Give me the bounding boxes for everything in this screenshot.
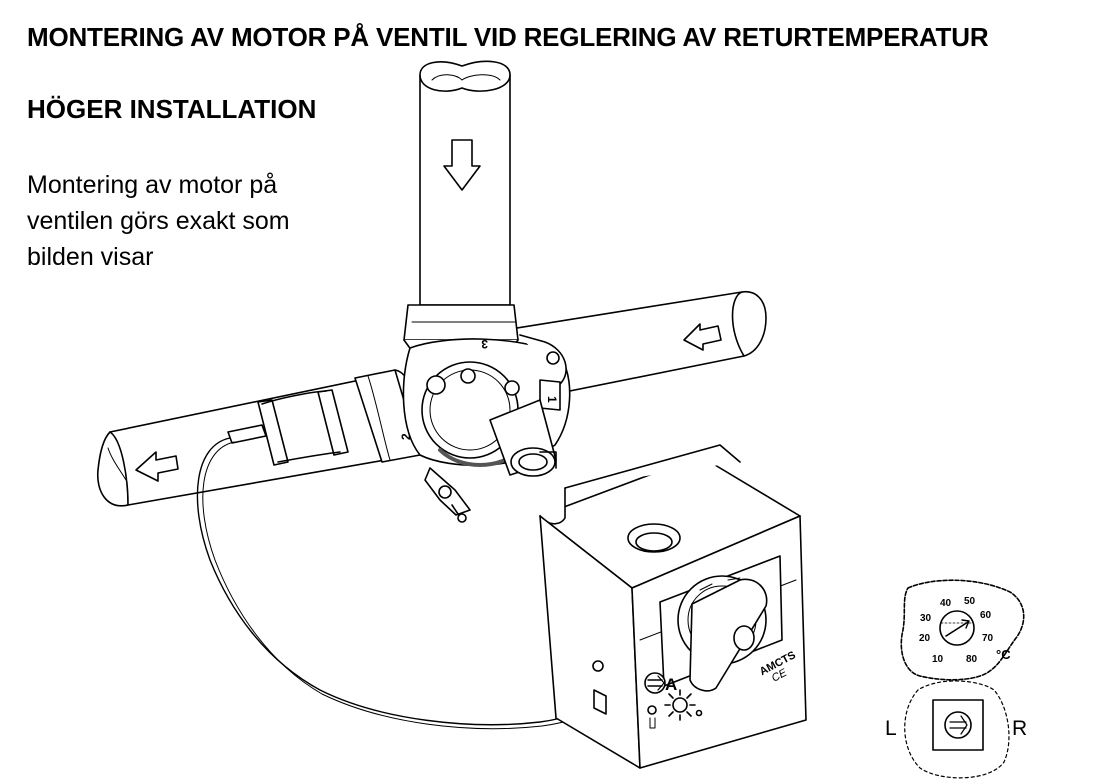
sensor-clamp xyxy=(227,389,349,466)
dial-scale-40: 40 xyxy=(940,598,952,609)
dial-scale-20: 20 xyxy=(919,633,931,644)
dial-scale-60: 60 xyxy=(980,610,992,621)
instruction-line-1: Montering av motor på xyxy=(27,171,278,199)
flow-arrow-icon xyxy=(683,323,722,351)
port-label-2: 2 xyxy=(399,433,413,440)
heating-mode-icon xyxy=(664,689,703,721)
thermostat-dial-detail xyxy=(900,579,1025,779)
dial-scale-10: 10 xyxy=(932,654,944,665)
section-heading: HÖGER INSTALLATION xyxy=(27,94,317,124)
port-label-1: 1 xyxy=(545,396,559,403)
instruction-line-3: bilden visar xyxy=(27,243,154,271)
direction-label-right: R xyxy=(1012,717,1027,740)
port-label-3: 3 xyxy=(481,337,488,351)
actuator-motor xyxy=(539,444,807,769)
page-title: MONTERING AV MOTOR PÅ VENTIL VID REGLERI… xyxy=(27,22,989,52)
pipe-left xyxy=(96,379,386,507)
dial-scale-80: 80 xyxy=(966,654,978,665)
dial-scale-70: 70 xyxy=(982,633,994,644)
instruction-text: Montering av motor på ventilen görs exak… xyxy=(27,167,357,275)
sensor-cable xyxy=(196,437,605,726)
direction-label-left: L xyxy=(885,717,897,740)
valve-stem xyxy=(421,361,557,477)
mode-label: A xyxy=(665,675,677,694)
dial-unit: °C xyxy=(996,647,1011,662)
flow-arrow-icon xyxy=(443,139,481,191)
instruction-line-2: ventilen görs exakt som xyxy=(27,207,290,235)
dial-scale-50: 50 xyxy=(964,596,976,607)
dial-scale-30: 30 xyxy=(920,613,932,624)
flow-arrow-icon xyxy=(135,451,179,482)
